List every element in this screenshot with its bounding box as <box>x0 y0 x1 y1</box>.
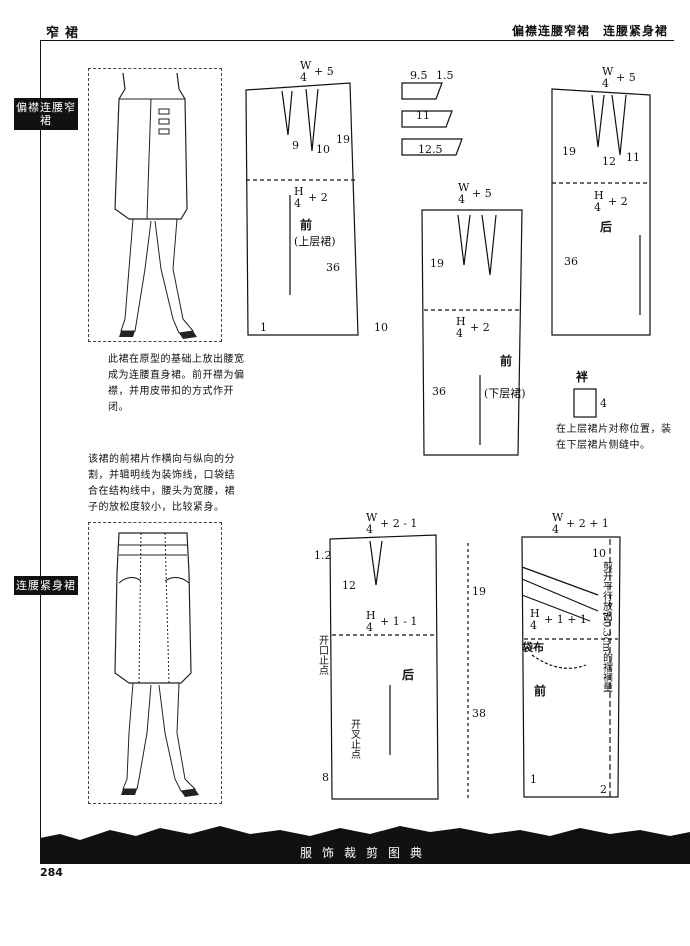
belt-pieces <box>401 82 463 156</box>
skirt-illustration-top <box>88 68 222 342</box>
label-h-denom-fitted-front: 4 <box>530 619 537 632</box>
front-lower-darts <box>457 214 497 276</box>
skirt-illustration-bottom <box>88 522 222 804</box>
pattern-drafts: W 4 + 5 H 4 + 2 前 (上层裙) 36 19 9 10 10 1 … <box>245 59 651 800</box>
back-darts <box>591 94 627 156</box>
label-h-plus-front-upper: + 2 <box>308 191 328 204</box>
label-h-plus-front-lower: + 2 <box>470 321 490 334</box>
label-back: 后 <box>600 219 612 234</box>
front-lower-panel-outline <box>421 209 523 456</box>
label-belt-12.5: 12.5 <box>418 143 443 156</box>
label-w-formula-fitted-front: + 2 + 1 <box>566 517 609 530</box>
label-upper-layer: (上层裙) <box>294 235 336 248</box>
figure-drawing-bottom <box>114 532 199 797</box>
label-front-upper: 前 <box>300 217 312 232</box>
label-10-hem-front-upper: 10 <box>374 321 388 334</box>
label-w-front-lower: W <box>458 181 470 194</box>
label-h-fitted-back: H <box>366 609 376 622</box>
label-slit-top: 开叉止点 <box>349 719 361 760</box>
header-rule <box>40 40 674 41</box>
label-12-back: 12 <box>602 155 616 168</box>
label-h-front-lower: H <box>456 315 466 328</box>
header-chapter-title: 偏襟连腰窄裙 连腰紧身裙 <box>511 24 668 38</box>
back-panel-outline <box>551 88 651 336</box>
label-tab-4: 4 <box>600 397 607 410</box>
label-w-back: W <box>602 65 614 78</box>
label-w-formula-fitted-back: + 2 - 1 <box>380 517 417 530</box>
label-38-fitted: 38 <box>472 707 486 720</box>
label-w-denom-front-lower: 4 <box>458 193 465 206</box>
fitted-back-outline <box>329 534 439 800</box>
label-w-front-upper: W <box>300 59 312 72</box>
label-w-denom-fitted-back: 4 <box>366 523 373 536</box>
label-36-front-lower: 36 <box>432 385 446 398</box>
label-2-fitted-front: 2 <box>600 783 607 796</box>
left-margin-rule <box>40 40 41 840</box>
label-pocket: 袋布 <box>521 640 544 654</box>
label-10-fitted-front: 10 <box>592 547 606 560</box>
caption-bottom-skirt: 该裙的前裙片作横向与纵向的分割，并辑明线为装饰线，口袋结合在结构线中，腰头为宽腰… <box>88 454 235 513</box>
label-h-denom-front-upper: 4 <box>294 197 301 210</box>
label-w-plus-back: + 5 <box>616 71 636 84</box>
label-h-back: H <box>594 189 604 202</box>
label-w-plus-front-upper: + 5 <box>314 65 334 78</box>
label-fitted-back: 后 <box>402 667 414 682</box>
figure-drawing-top <box>114 72 197 339</box>
label-36-front-upper: 36 <box>326 261 340 274</box>
label-h-denom-fitted-back: 4 <box>366 621 373 634</box>
caption-lining-note: 在上层裙片对称位置，装在下层裙片侧缝中。 <box>556 424 672 451</box>
label-belt-11: 11 <box>416 109 430 122</box>
fitted-front-style-lines <box>521 566 599 622</box>
label-belt-9.5: 9.5 <box>410 69 428 82</box>
label-10-front-upper: 10 <box>316 143 330 156</box>
side-tab-asymmetric-skirt: 偏襟连腰窄裙 <box>14 98 78 130</box>
label-h-formula-fitted-front: + 1 + 1 <box>544 613 587 626</box>
label-w-denom-fitted-front: 4 <box>552 523 559 536</box>
label-11-back: 11 <box>626 151 640 164</box>
label-w-denom-front-upper: 4 <box>300 71 307 84</box>
label-19-front-upper: 19 <box>336 133 350 146</box>
label-h-denom-back: 4 <box>594 201 601 214</box>
label-19-fitted: 19 <box>472 585 486 598</box>
label-w-plus-front-lower: + 5 <box>472 187 492 200</box>
label-h-denom-front-lower: 4 <box>456 327 463 340</box>
page-number: 284 <box>40 866 63 879</box>
label-36-back: 36 <box>564 255 578 268</box>
label-8-fitted-back: 8 <box>322 771 329 784</box>
label-fitted-front: 前 <box>534 683 546 698</box>
label-1-hem-front-upper: 1 <box>260 321 267 334</box>
front-upper-panel-outline <box>245 82 359 336</box>
header-section-title: 窄裙 <box>46 26 85 41</box>
footer-book-title: 服饰裁剪图典 <box>300 846 433 860</box>
label-19-back: 19 <box>562 145 576 158</box>
label-opening-top: 开口止点 <box>317 635 329 676</box>
label-9-front-upper: 9 <box>292 139 299 152</box>
label-w-denom-back: 4 <box>602 77 609 90</box>
label-12-fitted-back: 12 <box>342 579 356 592</box>
fitted-back-dart <box>369 540 383 586</box>
front-upper-darts <box>281 88 319 152</box>
label-h-fitted-front: H <box>530 607 540 620</box>
label-lower-layer: (下层裙) <box>484 387 526 400</box>
label-h-formula-fitted-back: + 1 - 1 <box>380 615 417 628</box>
caption-top-skirt: 此裙在原型的基础上放出腰宽成为连腰直身裙。前开襟为偏襟，并用皮带扣的方式作开闭。 <box>108 354 245 413</box>
label-h-front-upper: H <box>294 185 304 198</box>
fitted-front-outline <box>521 536 621 798</box>
side-tab-fitted-skirt: 连腰紧身裙 <box>14 576 78 595</box>
label-h-plus-back: + 2 <box>608 195 628 208</box>
label-dart-note: 剪开平行放出0.3cm的褶裥量 <box>601 560 613 692</box>
label-1-fitted-front: 1 <box>530 773 537 786</box>
label-7-fitted-front: 7 <box>602 611 609 624</box>
label-tab: 袢 <box>576 369 588 384</box>
label-belt-1.5-a: 1.5 <box>436 69 454 82</box>
pocket-bag-outline <box>531 654 587 669</box>
label-w-fitted-front: W <box>552 511 564 524</box>
label-front-lower: 前 <box>500 353 512 368</box>
label-w-fitted-back: W <box>366 511 378 524</box>
footer-band <box>40 826 690 864</box>
label-1.2-fitted-back: 1.2 <box>314 549 332 562</box>
tab-piece <box>573 388 597 418</box>
label-19-front-lower: 19 <box>430 257 444 270</box>
